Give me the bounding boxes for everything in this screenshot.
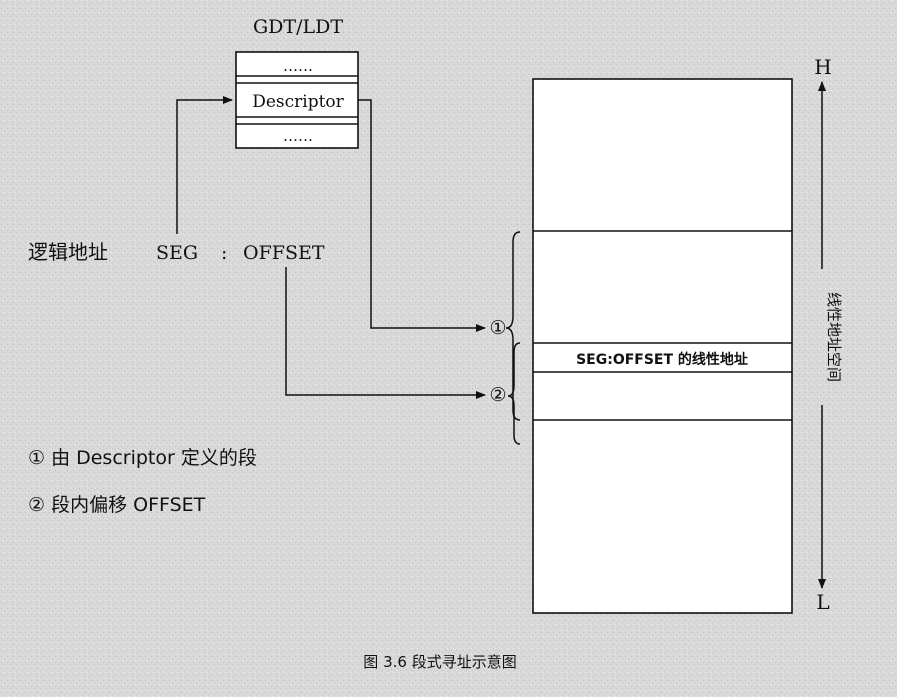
table-dots-top: …… bbox=[283, 57, 313, 75]
low-label: L bbox=[816, 590, 829, 614]
offset-brace bbox=[507, 342, 521, 445]
high-label: H bbox=[814, 55, 831, 79]
descriptor-entry: Descriptor bbox=[252, 92, 344, 112]
descriptor-to-segment-arrow bbox=[358, 99, 486, 332]
table-dots-bottom: …… bbox=[283, 127, 313, 145]
seg-label: SEG bbox=[156, 242, 198, 264]
note-offset: ② 段内偏移 OFFSET bbox=[28, 494, 206, 516]
logical-address-label: 逻辑地址 bbox=[28, 240, 108, 264]
seg-to-descriptor-arrow bbox=[176, 96, 233, 234]
linear-address-label: SEG:OFFSET 的线性地址 bbox=[576, 351, 748, 368]
gdt-ldt-table bbox=[235, 51, 359, 149]
figure-caption: 图 3.6 段式寻址示意图 bbox=[363, 653, 516, 671]
linear-address-space bbox=[532, 78, 793, 614]
note-segment: ① 由 Descriptor 定义的段 bbox=[28, 447, 257, 469]
gdt-ldt-title: GDT/LDT bbox=[253, 16, 343, 38]
offset-to-address-arrow bbox=[285, 267, 486, 399]
marker-two: ② bbox=[489, 384, 506, 406]
marker-one: ① bbox=[489, 317, 506, 339]
offset-label: OFFSET bbox=[243, 242, 325, 264]
colon-label: : bbox=[221, 242, 227, 264]
axis-label: 线性地址空间 bbox=[825, 292, 843, 382]
